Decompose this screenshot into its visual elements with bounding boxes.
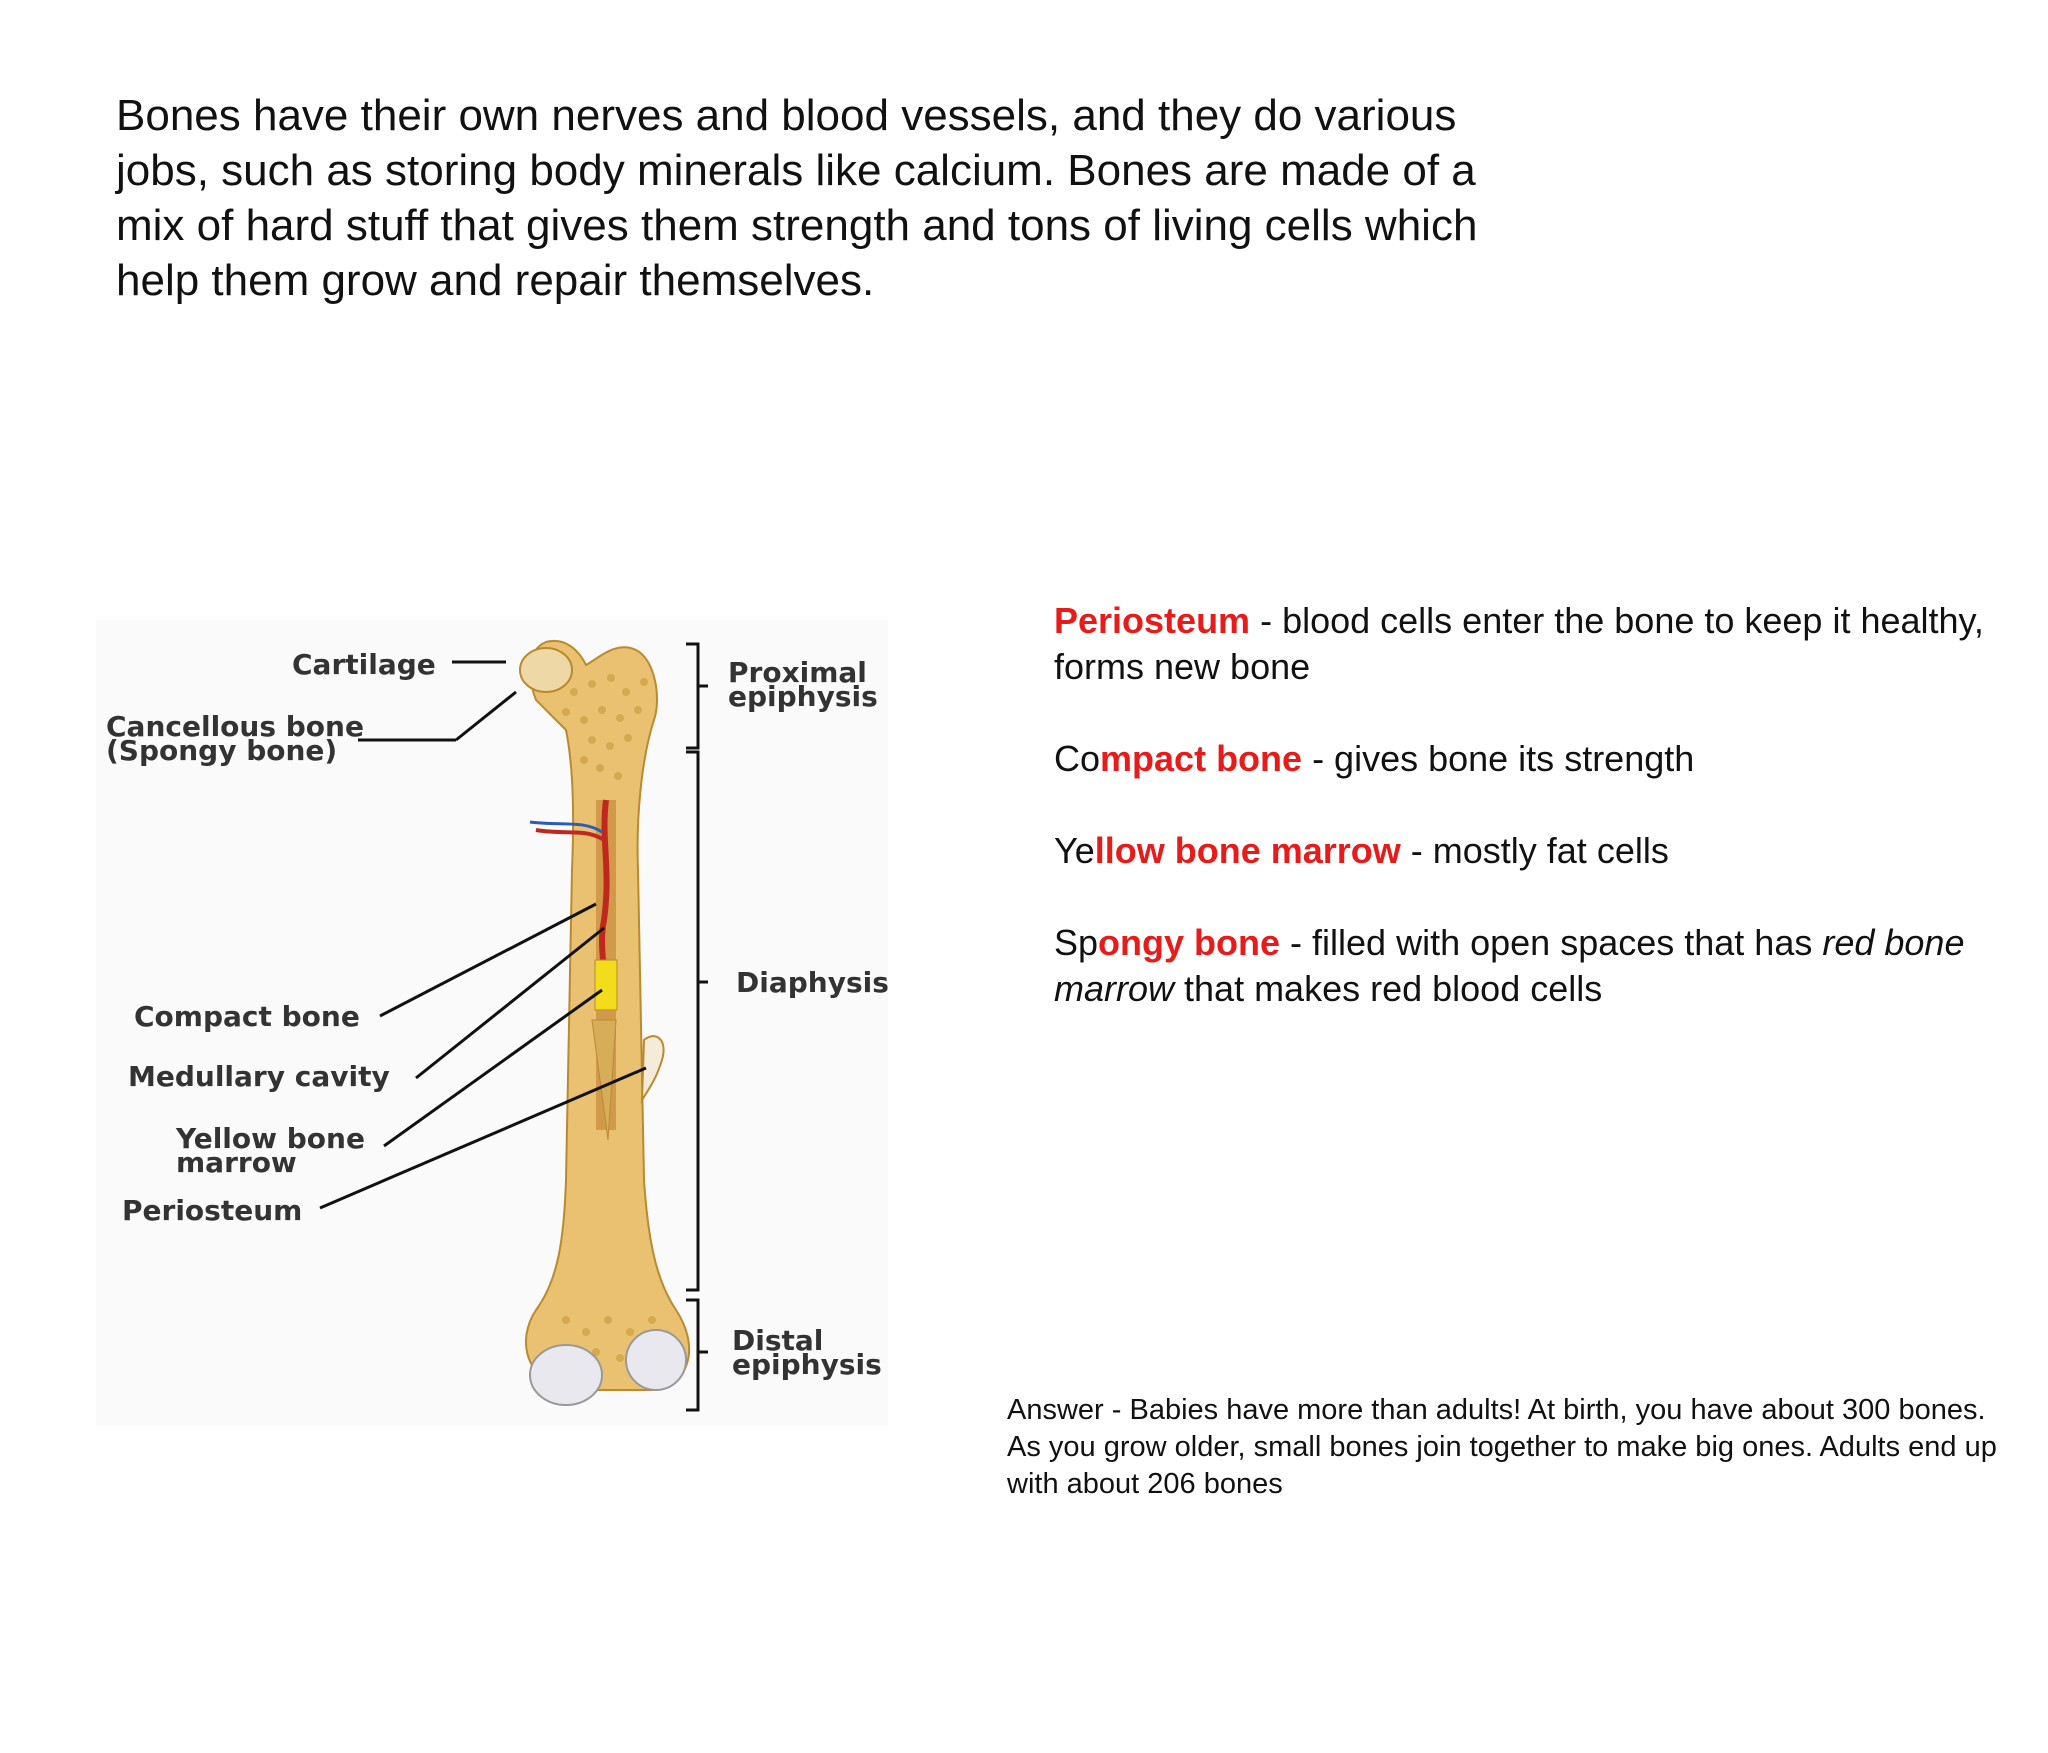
- definition-compact-bone: Compact bone - gives bone its strength: [1054, 736, 2004, 782]
- brackets: [686, 642, 708, 1412]
- yellow-marrow: [594, 959, 618, 1011]
- definition-text: - blood cells enter the bone to keep it …: [1054, 600, 1984, 687]
- definition-term: Periosteum: [1054, 600, 1251, 641]
- label-proximal-1: Proximal: [728, 656, 867, 689]
- definition-term: mpact bone: [1100, 738, 1303, 779]
- definition-periosteum: Periosteum - blood cells enter the bone …: [1054, 598, 2004, 690]
- diagram-background: [96, 620, 888, 1426]
- label-yellow-bone-1: Yellow bone: [175, 1122, 365, 1155]
- label-diaphysis: Diaphysis: [736, 966, 888, 999]
- blood-vessel-branch: [535, 828, 606, 842]
- definition-prefix: Ye: [1054, 830, 1095, 871]
- condyle-left: [529, 1344, 603, 1406]
- definition-text: - filled with open spaces that has: [1280, 922, 1823, 963]
- label-medullary-cavity: Medullary cavity: [128, 1060, 390, 1093]
- compact-bone-cut: [591, 1019, 617, 1141]
- cartilage-cap: [519, 647, 573, 693]
- definition-yellow-bone-marrow: Yellow bone marrow - mostly fat cells: [1054, 828, 2004, 874]
- label-distal-1: Distal: [732, 1324, 823, 1357]
- definition-prefix: Co: [1054, 738, 1101, 779]
- label-periosteum: Periosteum: [122, 1194, 302, 1227]
- label-yellow-bone-2: marrow: [176, 1146, 297, 1179]
- definition-prefix: Sp: [1054, 922, 1099, 963]
- femur-illustration: Cartilage Cancellous bone (Spongy bone) …: [96, 620, 888, 1426]
- label-proximal-2: epiphysis: [728, 680, 878, 713]
- definition-spongy-bone: Spongy bone - filled with open spaces th…: [1054, 920, 2004, 1012]
- label-compact-bone: Compact bone: [134, 1000, 360, 1033]
- bone-diagram: Cartilage Cancellous bone (Spongy bone) …: [96, 620, 888, 1426]
- leader-lines: [319, 660, 647, 1210]
- answer-text: Answer - Babies have more than adults! A…: [1007, 1394, 1997, 1500]
- intro-paragraph: Bones have their own nerves and blood ve…: [116, 91, 1478, 305]
- definitions-list: Periosteum - blood cells enter the bone …: [1054, 598, 2004, 1058]
- periosteum-flap: [640, 1035, 665, 1104]
- definition-text: - mostly fat cells: [1400, 830, 1669, 871]
- blood-vessel-blue: [529, 820, 603, 834]
- condyle-right: [625, 1329, 687, 1391]
- definition-text: - gives bone its strength: [1302, 738, 1695, 779]
- definition-italic: red bone marrow: [1054, 922, 1965, 1009]
- label-cancellous-1: Cancellous bone: [106, 710, 364, 743]
- label-cancellous-2: (Spongy bone): [106, 734, 337, 767]
- definition-term: ongy bone: [1098, 922, 1281, 963]
- definition-tail: that makes red blood cells: [1174, 968, 1603, 1009]
- definition-term: llow bone marrow: [1094, 830, 1401, 871]
- label-cartilage: Cartilage: [292, 648, 436, 681]
- label-distal-2: epiphysis: [732, 1348, 882, 1381]
